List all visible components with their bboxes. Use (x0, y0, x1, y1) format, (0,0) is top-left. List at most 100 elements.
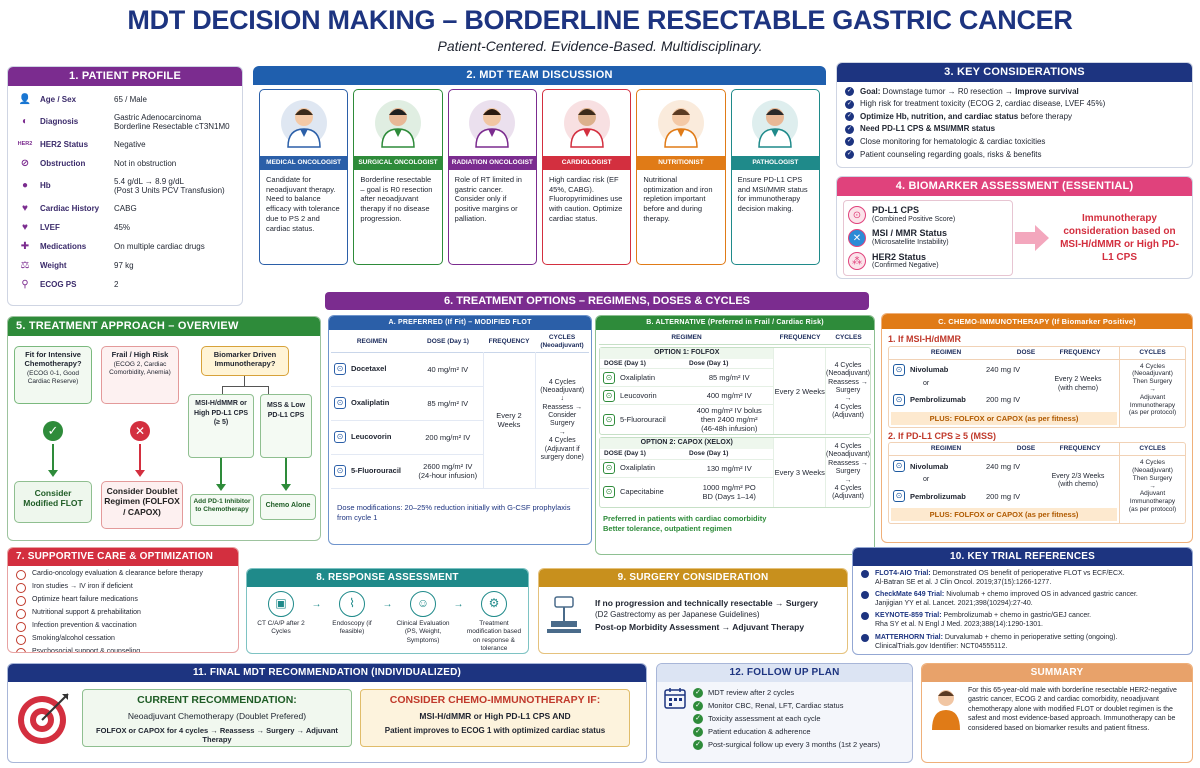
table-row: ⊙Docetaxel (331, 352, 413, 386)
col-regimen: REGIMEN (671, 334, 702, 342)
trial-ref: Rha SY et al. N Engl J Med. 2023;388(14)… (875, 621, 1043, 629)
supportive-item: Smoking/alcohol cessation (16, 633, 230, 646)
col-cycles-label: CYCLES (548, 334, 576, 342)
biomarker-sub: (Microsatellite Instability) (872, 239, 949, 247)
obstruction-icon: ⊘ (20, 157, 30, 169)
consideration-bold2: Improve survival (1015, 86, 1079, 96)
profile-label: Medications (40, 241, 87, 251)
outcome-flot: Consider Modified FLOT (14, 481, 92, 524)
drug-icon: ⊙ (334, 397, 346, 410)
supportive-title: 7. SUPPORTIVE CARE & OPTIMIZATION (8, 548, 238, 566)
option-cycles: 4 Cycles (Neoadjuvant) Reassess → Surger… (825, 348, 870, 435)
treatment-approach-panel: 5. TREATMENT APPROACH – OVERVIEW Fit for… (7, 316, 321, 541)
followup-item: ✓Toxicity assessment at each cycle (693, 712, 906, 725)
final-title: 11. FINAL MDT RECOMMENDATION (INDIVIDUAL… (8, 664, 646, 682)
consideration-text: Close monitoring for hematologic & cardi… (860, 137, 1046, 147)
consideration-item: ✓ Optimize Hb, nutrition, and cardiac st… (845, 110, 1184, 123)
followup-item: ✓Monitor CBC, Renal, LFT, Cardiac status (693, 699, 906, 712)
surgery-panel: 9. SURGERY CONSIDERATION If no progressi… (538, 568, 848, 654)
drug-icon: ⊙ (334, 431, 346, 444)
profile-label: ECOG PS (40, 279, 77, 289)
ci-plus: PLUS: FOLFOX or CAPOX (as per fitness) (891, 411, 1117, 425)
consideration-bold: Optimize Hb, nutrition, and cardiac stat… (860, 111, 1021, 121)
drug-dose: 400 mg/m² IV (706, 391, 752, 401)
profile-label: Weight (40, 260, 67, 270)
outcome-doublet-label: Consider Doublet Regimen (FOLFOX / CAPOX… (104, 486, 180, 517)
bio-label: Biomarker Driven Immunotherapy? (213, 350, 277, 369)
profile-value: On multiple cardiac drugs (114, 241, 205, 251)
profile-row: ⊘ Obstruction Not in obstruction (16, 154, 234, 173)
fit-label: Fit for Intensive Chemotherapy? (24, 350, 82, 369)
followup-item: ✓Patient education & adherence (693, 725, 906, 738)
trial-item: MATTERHORN Trial: Durvalumab + chemo in … (861, 632, 1184, 653)
team-note: High cardiac risk (EF 45%, CABG). Fluoro… (548, 174, 623, 223)
drug-name: 5-Fluorouracil (620, 414, 666, 424)
supportive-item: Optimize heart failure medications (16, 594, 230, 607)
outcome-pd1: Add PD-1 Inhibitor to Chemotherapy (190, 494, 254, 527)
trial-desc: Pembrolizumab + chemo in gastric/GEJ can… (943, 612, 1092, 620)
check-icon: ✓ (693, 713, 703, 724)
drug-dose: 200 mg IV (986, 491, 1021, 501)
heart-icon: ♥ (22, 202, 28, 214)
profile-label: Age / Sex (40, 94, 77, 104)
trial-name: KEYNOTE-859 Trial: (875, 612, 942, 620)
summary-panel: SUMMARY For this 65-year-old male with b… (921, 663, 1193, 763)
trial-name: FLOT4-AIO Trial: (875, 570, 931, 577)
followup-text: Post-surgical follow up every 3 months (… (708, 740, 881, 749)
frail-box: Frail / High Risk (ECOG 2, Cardiac Comor… (101, 346, 179, 405)
blood-drop-icon: ● (21, 180, 29, 192)
response-step-label: Endoscopy (if feasible) (332, 620, 372, 636)
fit-sub: (ECOG 0-1, Good Cardiac Reserve) (26, 370, 80, 385)
col-dose: DOSE (Day 1) (427, 338, 469, 346)
supportive-panel: 7. SUPPORTIVE CARE & OPTIMIZATION Cardio… (7, 547, 239, 653)
col-dose: DOSE (1016, 445, 1036, 453)
surgery-line2: (D2 Gastrectomy as per Japanese Guidelin… (595, 609, 760, 619)
consider-line2: Patient improves to ECOG 1 with optimize… (384, 725, 606, 735)
response-step-label: CT C/A/P after 2 Cycles (257, 620, 305, 636)
drug-dose: 240 mg IV (986, 365, 1021, 375)
clinical-eval-icon: ☺ (410, 591, 436, 617)
drug-icon: ⊙ (603, 413, 615, 426)
col-cycles: CYCLES (835, 334, 862, 342)
sub-col-dose-2: Dose (Day 1) (689, 359, 729, 367)
chemo-immuno-title: C. CHEMO-IMMUNOTHERAPY (If Biomarker Pos… (882, 314, 1192, 329)
or-label: or (923, 379, 930, 387)
check-icon (861, 612, 869, 621)
her2-icon: HER2 (17, 141, 33, 148)
supportive-item: Iron studies → IV iron if deficient (16, 581, 230, 594)
team-note: Candidate for neoadjuvant therapy. Need … (266, 174, 340, 233)
col-frequency: FREQUENCY (488, 338, 530, 346)
followup-item: ✓Post-surgical follow up every 3 months … (693, 738, 906, 751)
supportive-text: Cardio-oncology evaluation & clearance b… (32, 570, 203, 578)
drug-name: Pembrolizumab (910, 491, 966, 501)
trial-name: CheckMate 649 Trial: (875, 591, 945, 599)
page-header: MDT DECISION MAKING – BORDERLINE RESECTA… (0, 4, 1200, 55)
frail-sub: (ECOG 2, Cardiac Comorbidity, Anemia) (109, 361, 171, 376)
team-card: NUTRITIONIST Nutritional optimization an… (636, 89, 726, 266)
col-cycles: CYCLES (1120, 443, 1185, 457)
table-row: ⊙Leucovorin (331, 420, 413, 454)
team-role: CARDIOLOGIST (542, 156, 631, 170)
bio-box: Biomarker Driven Immunotherapy? (201, 346, 289, 377)
team-card: SURGICAL ONCOLOGIST Borderline resectabl… (353, 89, 443, 266)
response-step: ⌇ Endoscopy (if feasible) (322, 591, 382, 653)
biomarker-name: HER2 Status (872, 251, 927, 262)
patient-profile-list: 👤 Age / Sex 65 / Male◐ Diagnosis Gastric… (8, 86, 242, 298)
followup-panel: 12. FOLLOW UP PLAN ✓MDT review after 2 c… (656, 663, 913, 763)
doctor-avatar-icon (449, 90, 536, 156)
sub-col-dose-2: Dose (Day 1) (689, 449, 729, 457)
ct-scan-icon: ▣ (268, 591, 294, 617)
consideration-item: ✓ Patient counseling regarding goals, ri… (845, 148, 1184, 161)
drug-dose: 240 mg IV (986, 461, 1021, 471)
current-recommendation: CURRENT RECOMMENDATION: Neoadjuvant Chem… (82, 689, 352, 747)
check-icon: ✓ (693, 687, 703, 698)
option-frequency: Every 3 Weeks (773, 438, 825, 507)
ci-plus: PLUS: FOLFOX or CAPOX (as per fitness) (891, 508, 1117, 522)
supportive-item: Cardio-oncology evaluation & clearance b… (16, 568, 230, 581)
team-note: Nutritional optimization and iron replet… (643, 174, 713, 223)
drug-dose: 85 mg/m² IV (427, 398, 469, 408)
table-row: ⊙5-Fluorouracil (331, 454, 413, 488)
drug-name: Oxaliplatin (620, 372, 656, 382)
